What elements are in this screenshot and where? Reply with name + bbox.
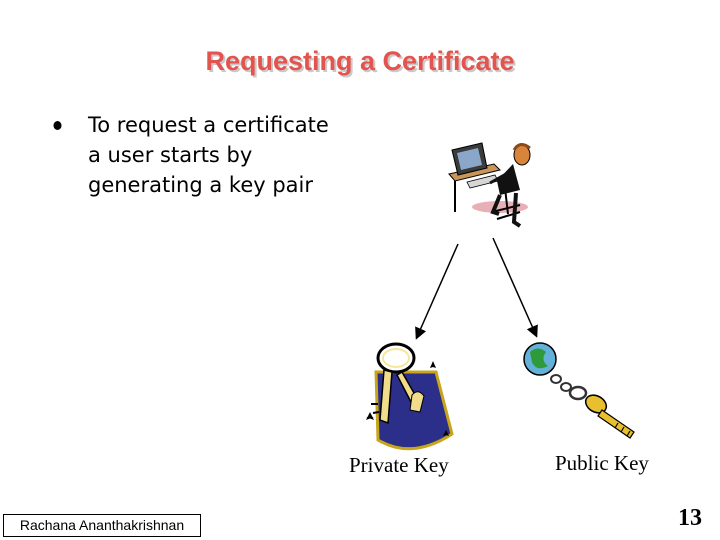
page-number: 13 <box>678 505 702 531</box>
public-key-globe-icon <box>523 342 635 439</box>
private-keyring-icon <box>366 342 454 451</box>
slide-title: Requesting a Certificate <box>205 46 515 76</box>
arrow-to-public-key <box>492 237 538 338</box>
author-footer: Rachana Ananthakrishnan <box>3 514 201 537</box>
private-key-label: Private Key <box>349 453 449 477</box>
public-key-label: Public Key <box>555 451 649 475</box>
user-at-computer-icon <box>448 142 531 228</box>
bullet-text: To request a certificate a user starts b… <box>88 113 329 197</box>
bullet-icon <box>53 121 62 130</box>
arrow-to-private-key <box>415 243 459 340</box>
